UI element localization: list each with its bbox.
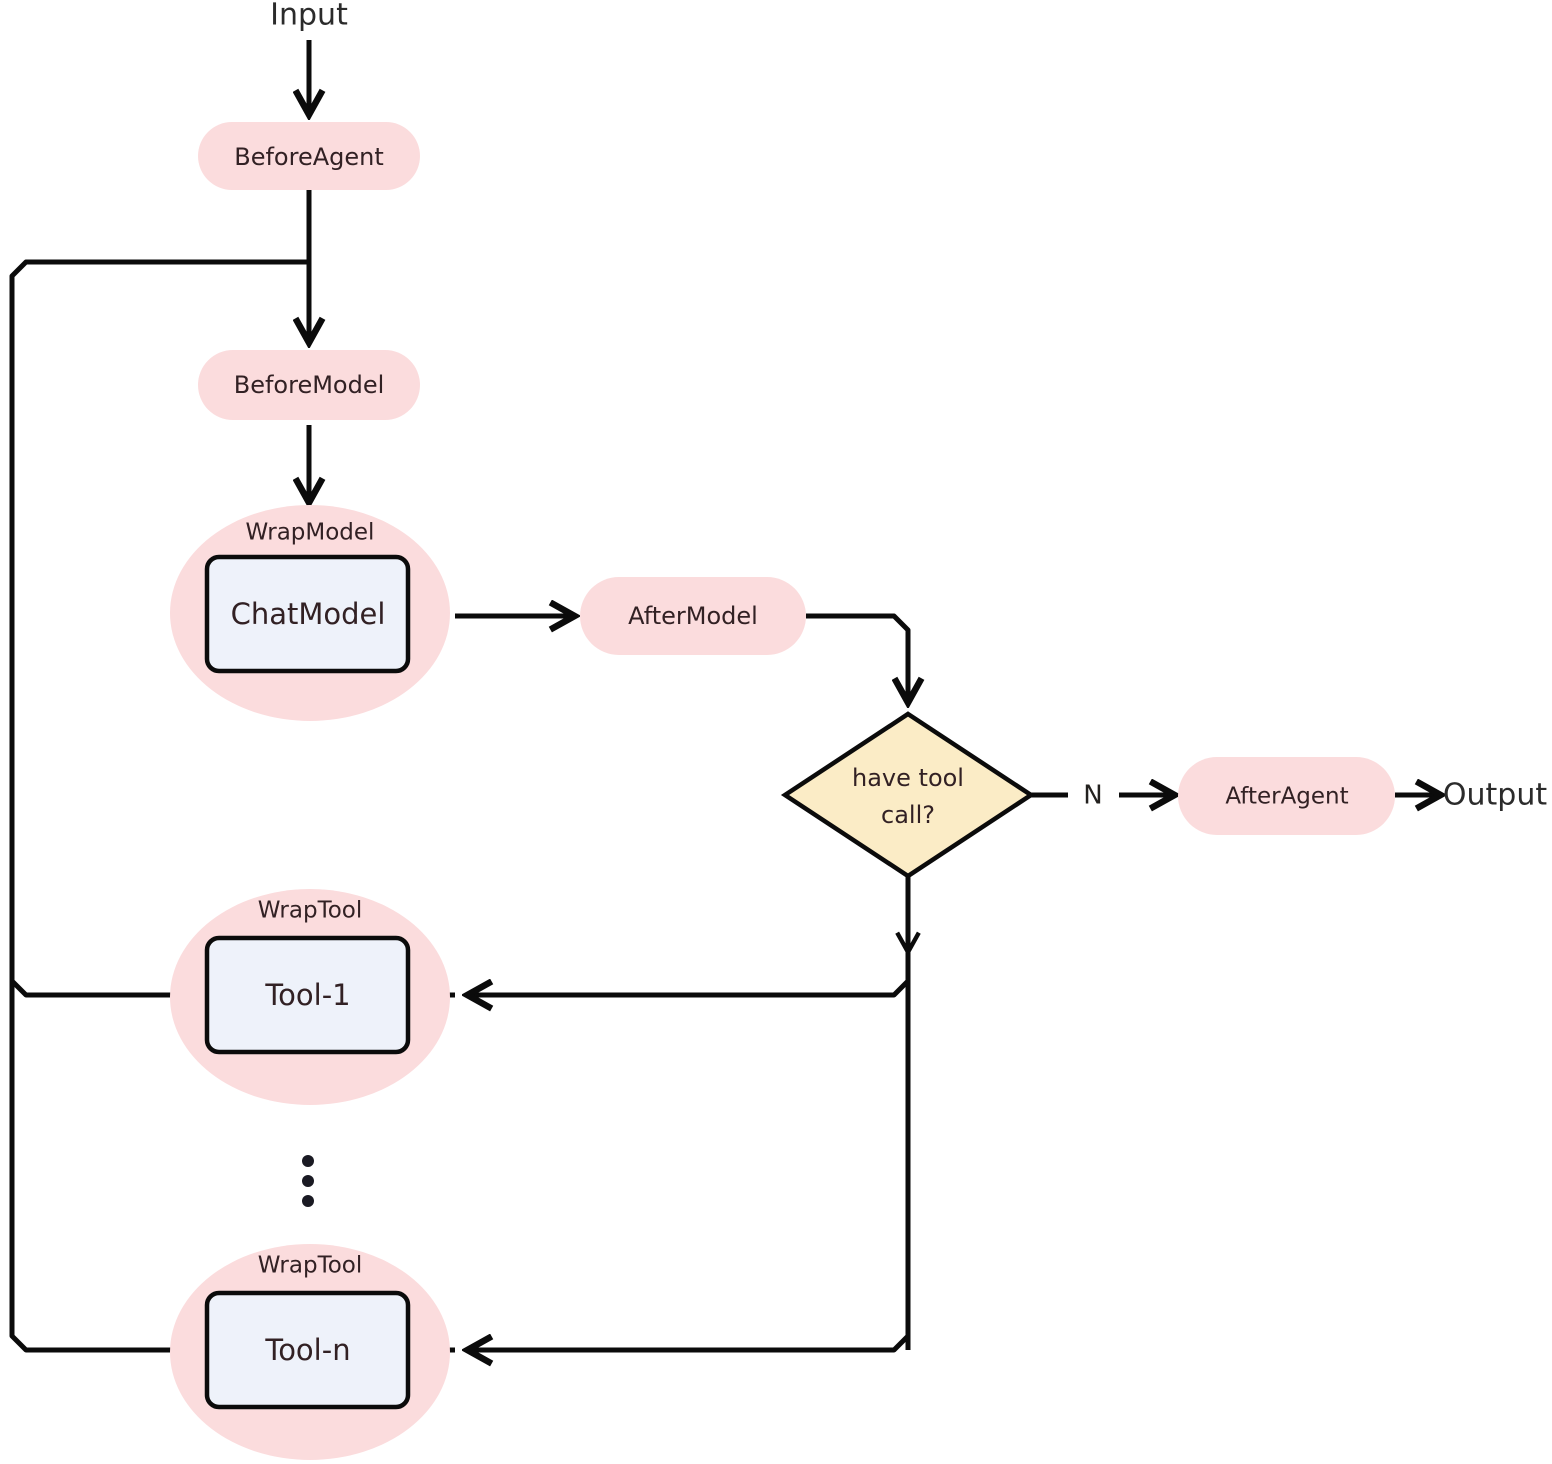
edge-bus-to-tool1: [470, 981, 910, 995]
edge-bus-to-tooln: [470, 1336, 910, 1350]
output-terminal-label: Output: [1443, 778, 1547, 813]
before-model-label: BeforeModel: [234, 371, 385, 399]
node-wrap-tool-1[interactable]: WrapTool Tool-1: [170, 889, 450, 1105]
after-model-label: AfterModel: [628, 602, 758, 630]
tool-n-box-shape[interactable]: [204, 1290, 411, 1410]
chat-model-label: ChatModel: [231, 597, 386, 631]
edge-tool-loop-spine: [9, 259, 455, 1353]
edge-aftermodel-to-decision: [806, 613, 908, 700]
node-wrap-model[interactable]: WrapModel ChatModel: [170, 505, 450, 721]
before-agent-label: BeforeAgent: [234, 143, 384, 171]
vertical-ellipsis-icon: [302, 1155, 314, 1207]
node-wrap-tool-n[interactable]: WrapTool Tool-n: [170, 1244, 450, 1460]
edge-label-no: N: [1083, 781, 1102, 811]
input-terminal-label: Input: [270, 0, 348, 33]
node-after-agent[interactable]: AfterAgent: [1178, 757, 1395, 835]
wrap-tool-n-label: WrapTool: [258, 1253, 363, 1279]
after-agent-pill-shape: [1178, 757, 1395, 835]
decision-label-line1: have tool: [852, 764, 964, 792]
decision-label-line2: call?: [881, 801, 935, 829]
wrap-model-label: WrapModel: [246, 520, 375, 546]
tool-1-box-shape[interactable]: [204, 935, 411, 1055]
before-agent-pill-shape: [198, 122, 420, 190]
after-model-pill-shape: [580, 577, 806, 655]
chat-model-box-shape[interactable]: [204, 554, 411, 674]
node-before-agent[interactable]: BeforeAgent: [198, 122, 420, 190]
node-decision-have-tool-call[interactable]: have tool call?: [780, 711, 1036, 879]
after-agent-label: AfterAgent: [1225, 784, 1348, 810]
decision-diamond-shape: [780, 711, 1036, 879]
tool-1-label: Tool-1: [264, 978, 350, 1012]
node-before-model[interactable]: BeforeModel: [198, 350, 420, 420]
before-model-pill-shape: [198, 350, 420, 420]
node-after-model[interactable]: AfterModel: [580, 577, 806, 655]
wrap-tool-1-label: WrapTool: [258, 898, 363, 924]
tool-n-label: Tool-n: [264, 1333, 350, 1367]
